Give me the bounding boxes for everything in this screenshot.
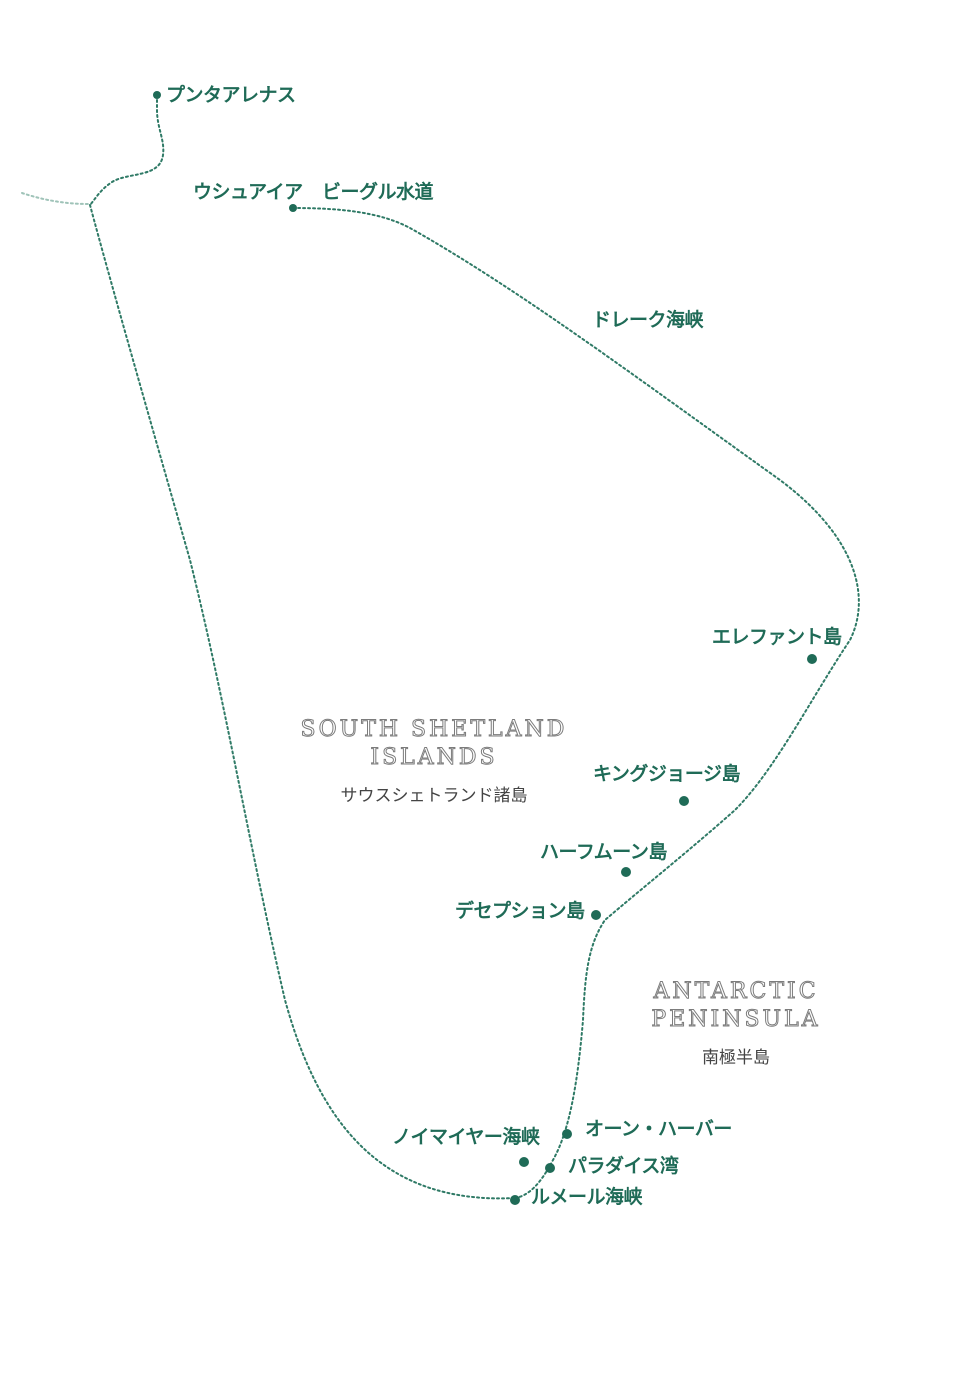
south-shetland-title-line1: SOUTH SHETLAND [300,717,568,743]
elephant-island-marker [807,654,817,664]
south-shetland-subtitle: サウスシェトランド諸島 [340,786,528,806]
route-punta-arenas-connector [89,94,165,206]
punta-arenas-marker [153,91,161,99]
king-george-island-label: キングジョージ島 [593,763,741,785]
route-west-extension [21,192,89,205]
neumayer-channel-label: ノイマイヤー海峡 [392,1126,540,1148]
beagle-channel-label: ビーグル水道 [322,181,434,203]
lemaire-channel-marker [510,1195,520,1205]
elephant-island-label: エレファント島 [712,626,842,648]
antarctic-peninsula-title-line1: ANTARCTIC [653,979,819,1005]
ushuaia-marker [289,204,297,212]
route-return-leg [89,204,516,1200]
ushuaia-label: ウシュアイア [193,181,303,203]
deception-island-label: デセプション島 [455,900,585,922]
antarctic-peninsula-title-line2: PENINSULA [651,1006,821,1032]
king-george-island-marker [679,796,689,806]
deception-island-marker [591,910,601,920]
antarctic-peninsula-title: ANTARCTIC PENINSULA [638,978,834,1033]
paradise-bay-marker [545,1163,555,1173]
half-moon-island-marker [621,867,631,877]
lemaire-channel-label: ルメール海峡 [531,1186,643,1208]
orne-harbour-label: オーン・ハーバー [585,1118,732,1140]
half-moon-island-label: ハーフムーン島 [540,841,667,863]
drake-passage-label: ドレーク海峡 [592,309,704,331]
antarctic-peninsula-subtitle: 南極半島 [702,1048,770,1068]
orne-harbour-marker [562,1129,572,1139]
paradise-bay-label: パラダイス湾 [568,1155,679,1177]
south-shetland-title-line2: ISLANDS [370,744,498,770]
punta-arenas-label: プンタアレナス [166,84,296,106]
south-shetland-title: SOUTH SHETLAND ISLANDS [278,716,590,771]
neumayer-channel-marker [519,1157,529,1167]
route-outbound-leg [292,207,860,1199]
